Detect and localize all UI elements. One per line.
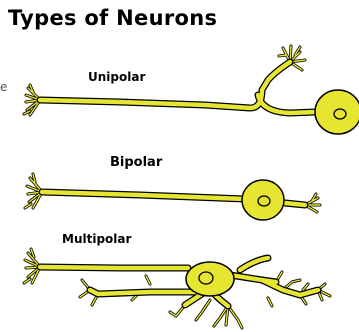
bipolar-nucleus: [258, 196, 270, 206]
unipolar-neuron: [24, 46, 359, 134]
unipolar-axon: [40, 62, 315, 113]
multipolar-neuron: [24, 249, 330, 328]
multipolar-axon: [40, 267, 188, 268]
unipolar-nucleus: [334, 109, 346, 119]
multipolar-nucleus: [199, 272, 213, 284]
bipolar-neuron: [25, 174, 320, 220]
